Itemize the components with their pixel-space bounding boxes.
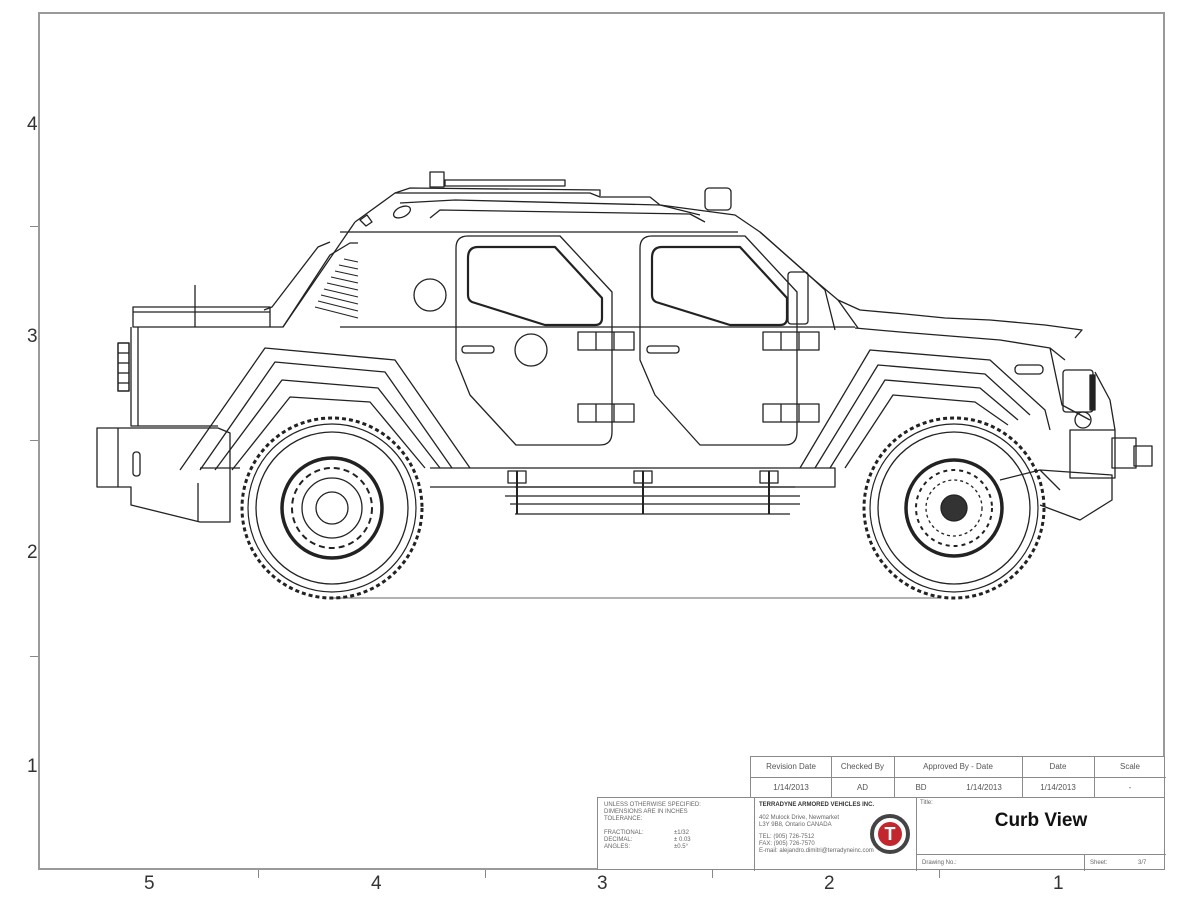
row-label-1: 1 — [27, 756, 38, 777]
header-scale: Scale — [1119, 762, 1140, 771]
tolerance-heading-2: DIMENSIONS ARE IN INCHES — [604, 809, 688, 815]
tolerance-fractional-label: FRACTIONAL: — [604, 830, 644, 836]
value-revision-date: 1/14/2013 — [773, 783, 809, 792]
column-tick — [712, 870, 713, 878]
column-tick — [939, 870, 940, 878]
tolerance-notes: UNLESS OTHERWISE SPECIFIED: DIMENSIONS A… — [604, 802, 752, 851]
header-approved-by: Approved By - Date — [923, 762, 993, 771]
column-label-4: 4 — [371, 873, 382, 894]
title-block: UNLESS OTHERWISE SPECIFIED: DIMENSIONS A… — [597, 797, 1166, 871]
company-address-2: L3Y 9B8, Ontario CANADA — [759, 822, 832, 828]
value-checked-by: AD — [856, 783, 869, 792]
front-wheel — [862, 416, 1046, 600]
row-label-4: 4 — [27, 114, 38, 135]
company-fax: FAX: (905) 726-7570 — [759, 841, 815, 847]
sheet-label: Sheet: — [1090, 860, 1108, 866]
row-tick — [30, 226, 38, 227]
company-address-1: 402 Mulock Drive, Newmarket — [759, 815, 840, 821]
running-boards — [505, 470, 800, 515]
logo-letter: T — [878, 822, 902, 846]
column-label-1: 1 — [1053, 873, 1064, 894]
header-date: Date — [1049, 762, 1067, 771]
value-scale: - — [1128, 783, 1132, 792]
door-hinges — [577, 331, 820, 423]
company-info: TERRADYNE ARMORED VEHICLES INC. 402 Mulo… — [759, 802, 914, 855]
row-tick — [30, 440, 38, 441]
front-fender-flare — [799, 349, 1051, 469]
drawing-no-label: Drawing No.: — [922, 860, 957, 866]
rear-fender-flare — [179, 347, 471, 471]
header-revision-date: Revision Date — [766, 762, 816, 771]
tolerance-angles-label: ANGLES: — [604, 844, 631, 850]
column-tick — [485, 870, 486, 878]
column-label-3: 3 — [597, 873, 608, 894]
tolerance-decimal-value: ± 0.03 — [674, 837, 691, 843]
vehicle-body — [96, 171, 1153, 523]
value-approved-by: BD — [915, 783, 927, 792]
revision-table: Revision Date Checked By Approved By - D… — [750, 756, 1166, 799]
column-label-5: 5 — [144, 873, 155, 894]
title-label: Title: — [920, 800, 933, 806]
row-tick — [30, 656, 38, 657]
company-tel: TEL: (905) 726-7512 — [759, 834, 815, 840]
company-name: TERRADYNE ARMORED VEHICLES INC. — [759, 802, 875, 808]
value-date: 1/14/2013 — [1040, 783, 1076, 792]
tolerance-heading-1: UNLESS OTHERWISE SPECIFIED: — [604, 802, 701, 808]
tolerance-decimal-label: DECIMAL: — [604, 837, 633, 843]
tolerance-heading-3: TOLERANCE: — [604, 816, 643, 822]
company-email: E-mail: alejandro.dimitri@terradyneinc.c… — [759, 848, 874, 854]
row-label-2: 2 — [27, 542, 38, 563]
column-tick — [258, 870, 259, 878]
row-label-3: 3 — [27, 326, 38, 347]
drawing-title: Curb View — [994, 810, 1088, 831]
value-approved-date: 1/14/2013 — [966, 783, 1002, 792]
sheet-value: 3/7 — [1138, 860, 1147, 866]
header-checked-by: Checked By — [840, 762, 885, 771]
tolerance-fractional-value: ±1/32 — [674, 830, 689, 836]
company-logo-icon: T — [870, 814, 910, 854]
tolerance-angles-value: ±0.5° — [674, 844, 689, 850]
rear-wheel — [240, 416, 424, 600]
column-label-2: 2 — [824, 873, 835, 894]
